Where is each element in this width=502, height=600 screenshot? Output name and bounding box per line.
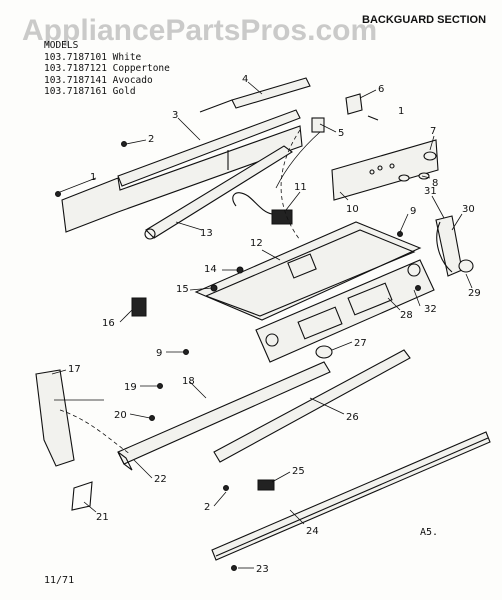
callout-9b: 9 bbox=[156, 348, 162, 359]
callout-20: 20 bbox=[114, 410, 127, 421]
callout-22: 22 bbox=[154, 474, 167, 485]
callout-14: 14 bbox=[204, 264, 217, 275]
watermark: AppliancePartsPros.com bbox=[22, 14, 378, 47]
callout-26: 26 bbox=[346, 412, 359, 423]
sheet-code: A5. bbox=[420, 527, 439, 538]
screw bbox=[55, 191, 61, 197]
switch-bracket bbox=[131, 297, 147, 317]
ballast bbox=[271, 209, 293, 225]
model-row: 103.7187141 Avocado bbox=[44, 74, 153, 86]
end-cap bbox=[435, 215, 463, 277]
callout-23: 23 bbox=[256, 564, 269, 575]
callout-6: 6 bbox=[378, 84, 384, 95]
fluorescent-tube bbox=[145, 145, 293, 239]
clock-knob bbox=[423, 151, 437, 161]
clock-panel bbox=[331, 139, 439, 201]
callout-25: 25 bbox=[292, 466, 305, 477]
callout-1: 1 bbox=[90, 172, 96, 183]
screw bbox=[397, 231, 403, 237]
callout-28: 28 bbox=[400, 310, 413, 321]
callout-31: 31 bbox=[424, 186, 437, 197]
callout-7: 7 bbox=[430, 126, 436, 137]
callout-2: 2 bbox=[148, 134, 154, 145]
callout-10: 10 bbox=[346, 204, 359, 215]
callout-29: 29 bbox=[468, 288, 481, 299]
callout-30: 30 bbox=[462, 204, 475, 215]
backguard-panel bbox=[194, 221, 422, 321]
sheet-date: 11/71 bbox=[44, 575, 75, 586]
left-end-panel bbox=[61, 125, 303, 233]
ballast-wire bbox=[232, 192, 273, 215]
leader-lines bbox=[51, 81, 473, 569]
screw bbox=[149, 415, 155, 421]
callout-13: 13 bbox=[200, 228, 213, 239]
callout-3: 3 bbox=[172, 110, 178, 121]
end-cap-trim bbox=[436, 221, 453, 273]
callout-17: 17 bbox=[68, 364, 81, 375]
callout-19: 19 bbox=[124, 382, 137, 393]
bottom-rail bbox=[211, 431, 491, 561]
models-heading: MODELS bbox=[44, 40, 79, 51]
top-trim-strip bbox=[117, 109, 301, 187]
callout-32: 32 bbox=[424, 304, 437, 315]
callout-16: 16 bbox=[102, 318, 115, 329]
model-row: 103.7187121 Coppertone bbox=[44, 63, 170, 74]
lamp-socket-bracket bbox=[311, 117, 325, 133]
callout-21: 21 bbox=[96, 512, 109, 523]
end-knob bbox=[458, 259, 474, 273]
screw bbox=[157, 383, 163, 389]
callout-27: 27 bbox=[354, 338, 367, 349]
foot-bracket bbox=[71, 481, 93, 511]
screw bbox=[223, 485, 229, 491]
rail-clip bbox=[257, 479, 275, 491]
callout-12: 12 bbox=[250, 238, 263, 249]
callout-24: 24 bbox=[306, 526, 319, 537]
callout-9: 9 bbox=[410, 206, 416, 217]
model-row: 103.7187161 Gold bbox=[44, 86, 136, 97]
screw bbox=[415, 285, 421, 291]
small-bracket bbox=[345, 93, 363, 115]
models-list: MODELS 103.7187101 White 103.7187121 Cop… bbox=[44, 40, 170, 98]
callout-8: 8 bbox=[432, 178, 438, 189]
side-panel bbox=[35, 369, 75, 467]
callout-4: 4 bbox=[242, 74, 248, 85]
callout-18: 18 bbox=[182, 376, 195, 387]
callout-15: 15 bbox=[176, 284, 189, 295]
lower-trim bbox=[213, 349, 411, 463]
model-row: 103.7187101 White bbox=[44, 51, 142, 63]
upper-rail bbox=[231, 77, 311, 109]
control-knob bbox=[315, 345, 333, 359]
section-title: BACKGUARD SECTION bbox=[362, 14, 487, 26]
clock-knob-small bbox=[418, 172, 430, 180]
screw bbox=[183, 349, 189, 355]
screw bbox=[121, 141, 127, 147]
callout-5: 5 bbox=[338, 128, 344, 139]
callout-labels: 1 2 3 4 5 6 1 7 8 9 10 11 12 13 14 15 16… bbox=[68, 74, 481, 575]
clock-knob-small bbox=[398, 174, 410, 182]
callout-11: 11 bbox=[294, 182, 307, 193]
screw bbox=[231, 565, 237, 571]
callout-1b: 1 bbox=[398, 106, 404, 117]
control-panel bbox=[255, 259, 435, 363]
callout-2b: 2 bbox=[204, 502, 210, 513]
